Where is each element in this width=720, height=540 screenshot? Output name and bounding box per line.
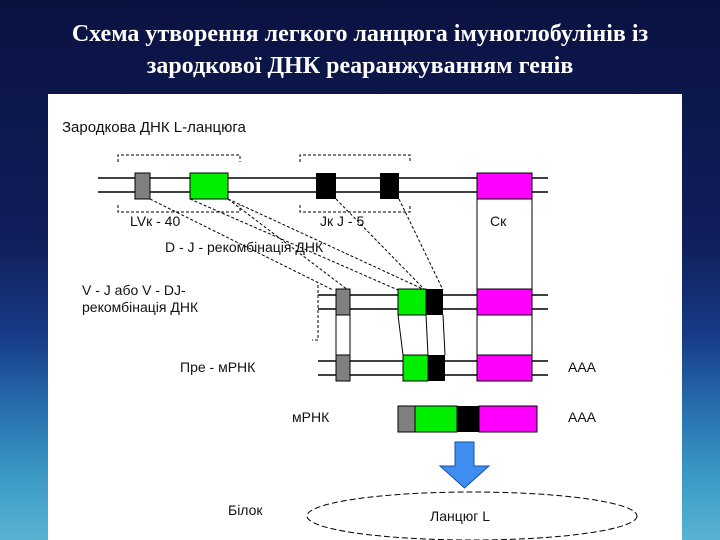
title-line-2: зародкової ДНК реаранжуванням генів xyxy=(146,53,574,79)
connector2-v-right xyxy=(425,314,429,356)
ck-segment-label: Cк xyxy=(490,213,507,229)
pre-mrna-label: Пре - мРНК xyxy=(180,359,256,375)
germline-dna-label: Зародкова ДНК L-ланцюга xyxy=(62,119,246,136)
pre-mrna-j-segment xyxy=(428,355,445,381)
rearranged-leader-segment xyxy=(335,288,351,316)
germline-leader-segment xyxy=(134,172,151,200)
rearranged-dna-bracket xyxy=(312,285,319,341)
lv-segment-label: LVк - 40 xyxy=(130,213,180,229)
pre-mrna-leader-segment xyxy=(335,354,351,382)
mrna-c-segment xyxy=(478,405,538,433)
jk-bracket-top xyxy=(299,154,411,162)
connector2-j-right xyxy=(442,314,446,356)
lv-bracket-bottom xyxy=(117,205,241,213)
germline-j-segment-1 xyxy=(316,173,336,199)
slide-title: Схема утворення легкого ланцюга імуногло… xyxy=(0,18,720,82)
connector-j-left xyxy=(335,198,426,291)
vj-recombination-label-line-2: рекомбінація ДНК xyxy=(82,299,199,315)
protein-label: Білок xyxy=(228,502,263,518)
pre-mrna-polya-label: AAA xyxy=(568,359,597,375)
chain-l-label: Ланцюг L xyxy=(430,508,490,524)
mrna-v-segment xyxy=(414,405,458,433)
rearranged-j-segment xyxy=(426,289,443,315)
rearranged-c-segment xyxy=(476,288,533,316)
vj-recombination-label-line-1: V - J або V - DJ- xyxy=(82,282,186,298)
connector-leader-left xyxy=(149,198,334,291)
pre-mrna-v-segment xyxy=(402,354,429,382)
mrna-leader-segment xyxy=(397,405,416,433)
diagram-panel xyxy=(48,94,682,540)
germline-j-segment-2 xyxy=(380,173,399,199)
mrna-label: мРНК xyxy=(292,409,330,425)
pre-mrna-c-segment xyxy=(476,354,533,382)
mrna-j-segment xyxy=(457,406,479,432)
connector-leader-right xyxy=(227,198,349,291)
jk-segment-label: Jк J - 5 xyxy=(320,213,364,229)
connector-v-left xyxy=(189,198,399,291)
rearranged-v-segment xyxy=(397,288,427,316)
connector-j-right xyxy=(398,198,444,291)
connector2-v-left xyxy=(397,314,404,356)
title-line-1: Схема утворення легкого ланцюга імуногло… xyxy=(71,21,649,47)
germline-c-segment xyxy=(476,172,533,200)
jk-bracket-bottom xyxy=(299,205,411,213)
protein-chain-ellipse xyxy=(306,491,638,540)
translation-arrow-icon xyxy=(438,441,491,489)
mrna-polya-label: AAA xyxy=(568,409,597,425)
germline-v-segment xyxy=(189,172,229,200)
connector-v-right xyxy=(227,198,426,291)
lv-bracket-top xyxy=(117,154,241,162)
dj-recombination-label: D - J - рекомбінація ДНК xyxy=(165,239,324,255)
